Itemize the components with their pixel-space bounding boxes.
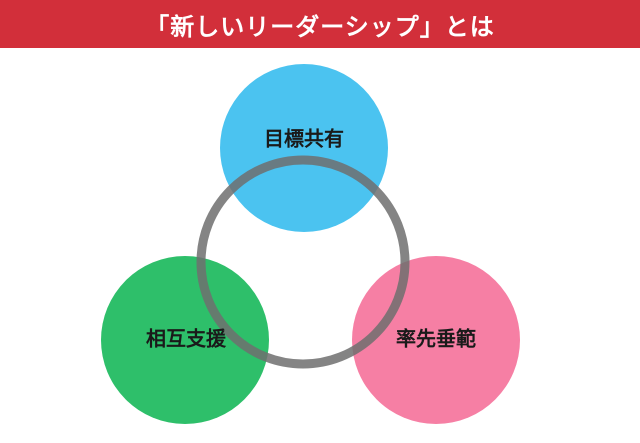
node-label-mutual-support: 相互支援 xyxy=(146,327,227,351)
node-circle-goal-sharing xyxy=(220,64,388,232)
title-bar: 「新しいリーダーシップ」とは xyxy=(0,0,640,48)
node-label-goal-sharing: 目標共有 xyxy=(264,127,344,151)
node-circle-mutual-support xyxy=(101,256,269,424)
page-title: 「新しいリーダーシップ」とは xyxy=(145,12,495,41)
connecting-ring xyxy=(196,155,410,369)
node-label-leading-by-example: 率先垂範 xyxy=(396,327,476,351)
